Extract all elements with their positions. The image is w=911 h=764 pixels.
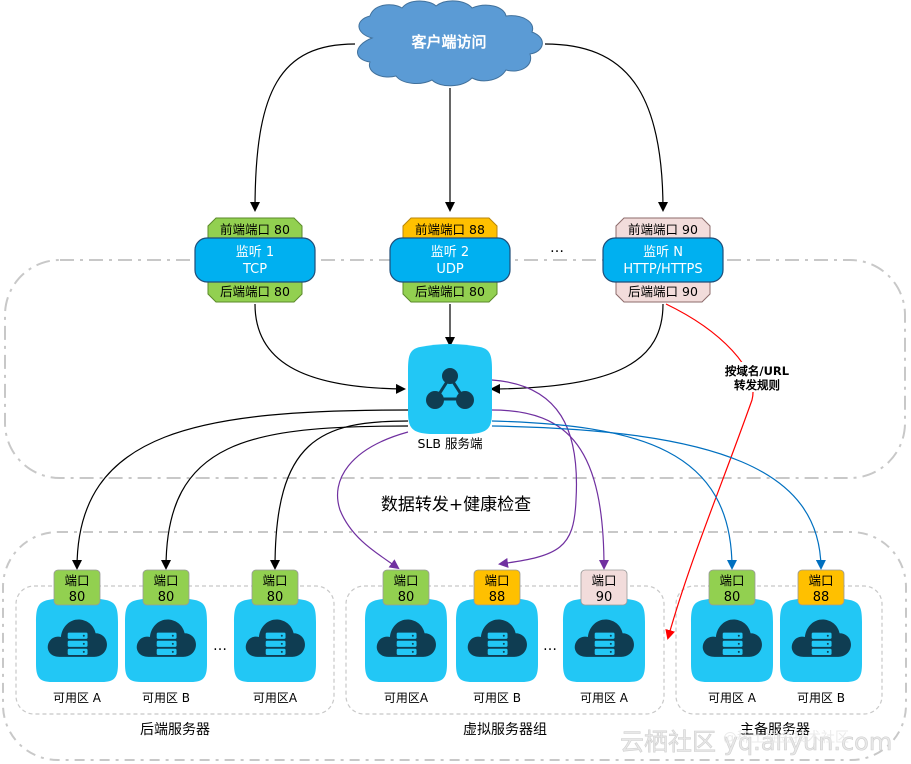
- port-tag: [580, 569, 628, 606]
- listener-1-backend-label: 后端端口 80: [220, 284, 290, 299]
- port-number: 90: [596, 590, 613, 605]
- server-node[interactable]: 端口 80 可用区 A: [691, 569, 773, 705]
- port-number: 80: [69, 590, 86, 605]
- arrow-slb-to-backend-2: [161, 425, 409, 570]
- port-label: 端口: [393, 573, 418, 588]
- watermark-right: @稀土掘金技术社区: [723, 730, 849, 746]
- group-label-vserver: 虚拟服务器组: [463, 722, 547, 738]
- rule-label-line2: 转发规则: [734, 378, 780, 392]
- port-tag: [473, 569, 521, 606]
- zone-label: 可用区 B: [797, 691, 845, 705]
- group-label-primary-backup: 主备服务器: [740, 721, 810, 738]
- port-label: 端口: [64, 573, 89, 588]
- listener-n-frontend-label: 前端端口 90: [628, 222, 698, 237]
- arrow-client-to-listener-n: [544, 43, 668, 212]
- server-node[interactable]: 端口 80 可用区 A: [36, 569, 118, 705]
- arrow-client-to-listener-1: [250, 43, 356, 212]
- listener-2-protocol: UDP: [436, 262, 464, 277]
- server-node[interactable]: 端口 80 可用区 B: [125, 569, 207, 705]
- listener-n-name: 监听 N: [643, 245, 683, 260]
- port-number: 88: [489, 590, 506, 605]
- port-number: 80: [724, 590, 741, 605]
- group-boundary-primary-backup: [675, 585, 883, 715]
- listener-1[interactable]: 前端端口 80 后端端口 80 监听 1 TCP: [194, 217, 316, 303]
- listener-2-frontend-label: 前端端口 88: [415, 222, 485, 237]
- server-ellipsis: …: [213, 638, 227, 654]
- arrow-slb-to-primary-1: [491, 420, 737, 570]
- port-tag: [382, 569, 430, 606]
- server-ellipsis: …: [543, 638, 557, 654]
- arrow-slb-to-vserver-2: [491, 379, 578, 568]
- listener-n-backend-label: 后端端口 90: [628, 284, 698, 299]
- listener-1-protocol: TCP: [242, 262, 267, 277]
- zone-label: 可用区A: [384, 691, 429, 705]
- listener-1-frontend-label: 前端端口 80: [220, 222, 290, 237]
- port-tag: [142, 569, 190, 606]
- listener-2-backend-label: 后端端口 80: [415, 284, 485, 299]
- arrow-slb-to-vserver-1: [336, 431, 409, 570]
- listener-2[interactable]: 前端端口 88 后端端口 80 监听 2 UDP: [389, 217, 511, 303]
- network-topology-icon: [426, 368, 474, 409]
- group-label-backend: 后端服务器: [140, 722, 210, 738]
- port-label: 端口: [262, 573, 287, 588]
- zone-label: 可用区A: [253, 691, 298, 705]
- client-label: 客户端访问: [410, 33, 486, 51]
- port-tag: [53, 569, 101, 606]
- port-tag: [708, 569, 756, 606]
- arrow-slb-to-primary-2: [491, 425, 826, 570]
- port-label: 端口: [591, 573, 616, 588]
- zone-label: 可用区 A: [53, 691, 102, 705]
- zone-label: 可用区 B: [473, 691, 521, 705]
- watermark-left: 云栖社区 yq.aliyun.com: [620, 728, 892, 756]
- port-label: 端口: [808, 573, 833, 588]
- listener-2-name: 监听 2: [431, 245, 469, 260]
- listener-n-protocol: HTTP/HTTPS: [623, 262, 702, 277]
- client-cloud: 客户端访问: [357, 0, 543, 87]
- zone-label: 可用区 A: [580, 691, 629, 705]
- arrow-slb-to-backend-3: [270, 420, 409, 570]
- server-groups: 端口 80 可用区 A 端口 80 可用区 B 端口 80 可用区A … 端口 80 可用区A 端口 88 可…: [36, 569, 862, 705]
- port-number: 80: [398, 590, 415, 605]
- rule-label-bg: [718, 362, 798, 392]
- port-tag: [251, 569, 299, 606]
- port-label: 端口: [484, 573, 509, 588]
- arrow-slb-to-vserver-3: [491, 409, 609, 570]
- listener-1-name: 监听 1: [236, 245, 274, 260]
- port-label: 端口: [153, 573, 178, 588]
- port-number: 88: [813, 590, 830, 605]
- server-node[interactable]: 端口 88 可用区 B: [456, 569, 538, 705]
- server-node[interactable]: 端口 80 可用区A: [365, 569, 447, 705]
- port-number: 80: [267, 590, 284, 605]
- listener-n[interactable]: 前端端口 90 后端端口 90 监听 N HTTP/HTTPS: [602, 217, 724, 303]
- forward-healthcheck-label: 数据转发+健康检查: [381, 495, 531, 515]
- arrow-listener-n-to-slb: [490, 303, 664, 394]
- port-tag: [797, 569, 845, 606]
- arrow-listener-1-to-slb: [254, 303, 406, 394]
- backend-region-boundary: [2, 531, 907, 761]
- listener-ellipsis: …: [550, 240, 564, 256]
- port-number: 80: [158, 590, 175, 605]
- listener-2-box: [389, 237, 511, 283]
- zone-label: 可用区 B: [142, 691, 190, 705]
- listener-n-box: [602, 237, 724, 283]
- server-node[interactable]: 端口 90 可用区 A: [563, 569, 645, 705]
- rule-label-line1: 按域名/URL: [725, 364, 790, 378]
- slb-label: SLB 服务端: [418, 436, 483, 451]
- arrow-slb-to-backend-1: [72, 409, 409, 570]
- slb-server[interactable]: SLB 服务端: [408, 344, 492, 451]
- arrow-domain-url-rule: [665, 303, 754, 640]
- zone-label: 可用区 A: [708, 691, 757, 705]
- port-label: 端口: [719, 573, 744, 588]
- listener-1-box: [194, 237, 316, 283]
- server-node[interactable]: 端口 88 可用区 B: [780, 569, 862, 705]
- server-node[interactable]: 端口 80 可用区A: [234, 569, 316, 705]
- slb-region-boundary: [4, 259, 906, 479]
